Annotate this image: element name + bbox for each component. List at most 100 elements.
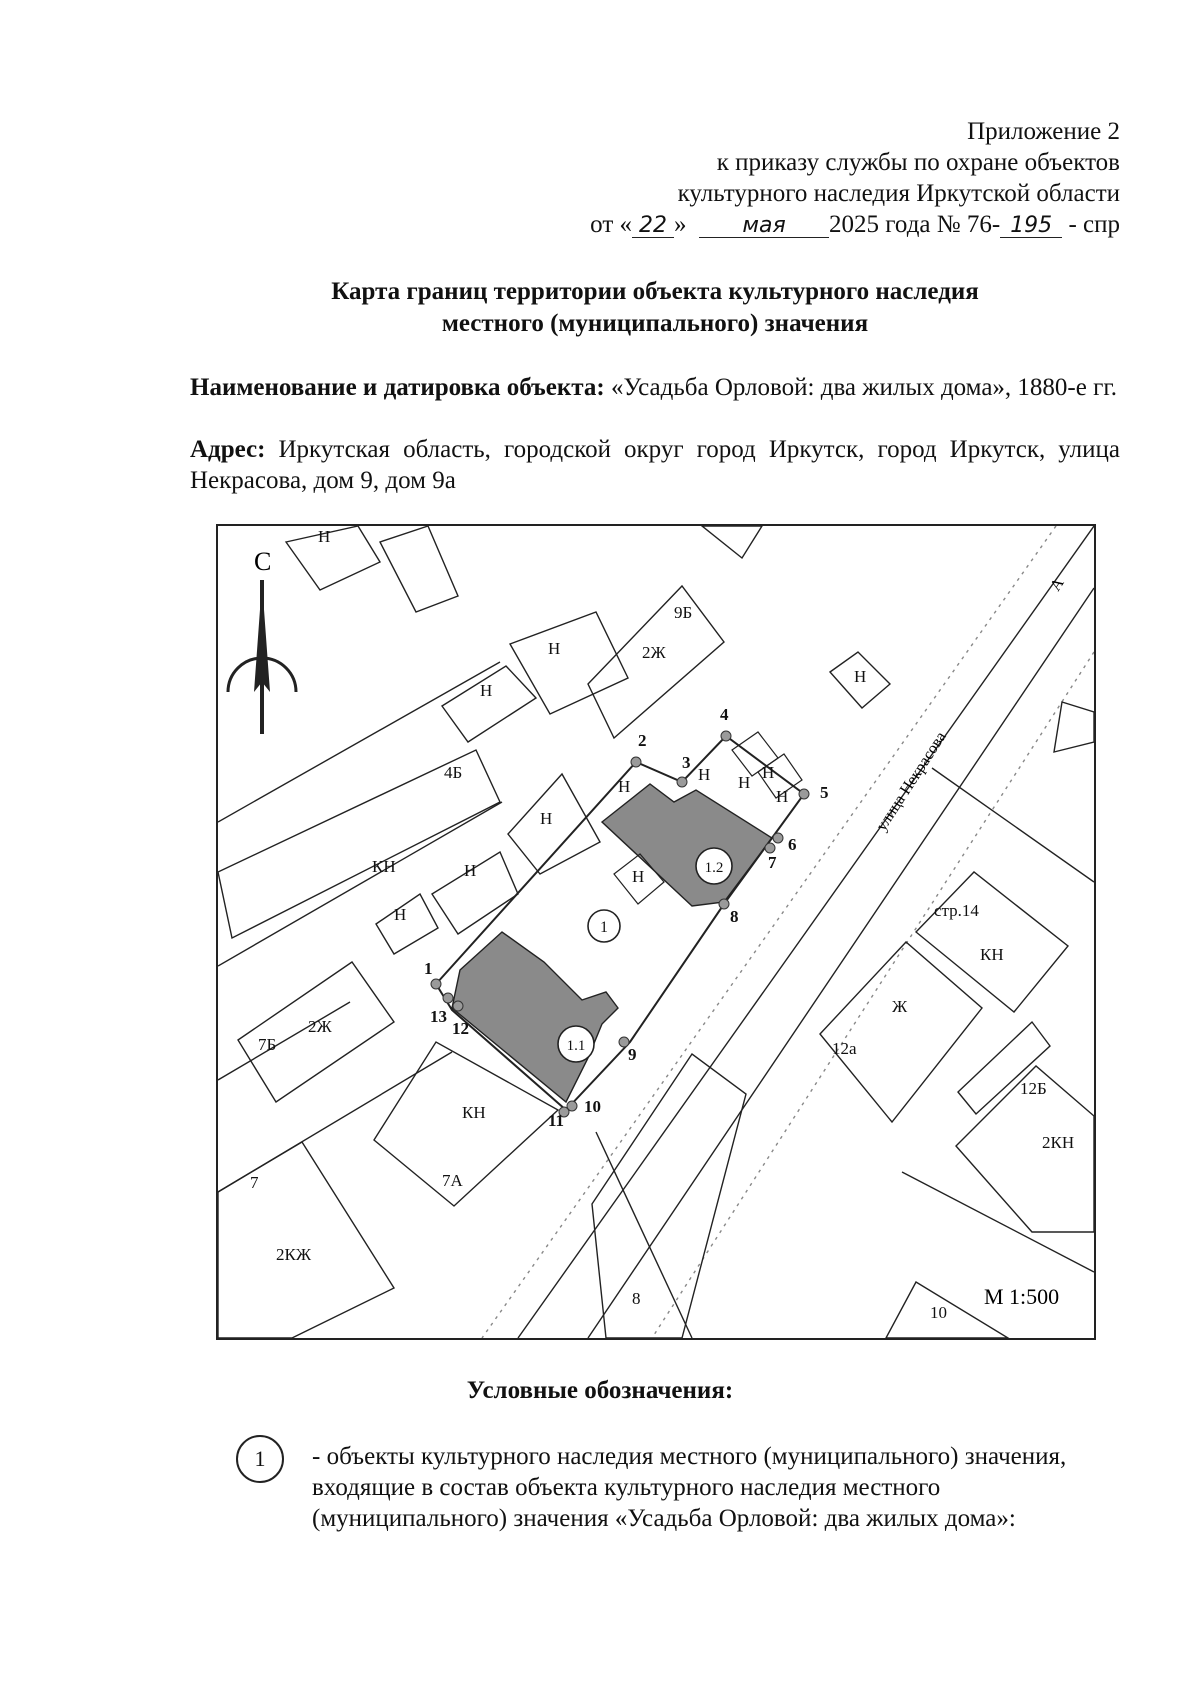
building-n-sq	[828, 651, 892, 709]
date-mid: »	[674, 211, 687, 238]
label-n-mid: Н	[548, 639, 560, 658]
point-6	[772, 832, 784, 844]
point-7	[764, 842, 776, 854]
point-3	[676, 776, 688, 788]
date-prefix: от «	[590, 211, 633, 238]
object-id-1: 1	[600, 919, 608, 936]
point-label-13: 13	[430, 1007, 447, 1026]
street-lines	[481, 526, 1094, 1338]
building-top-3	[700, 526, 763, 560]
legend-description: - объекты культурного наследия местного …	[312, 1443, 1067, 1532]
building-n-a	[507, 772, 601, 875]
north-arrow: С	[226, 547, 298, 734]
label-n-top: Н	[318, 527, 330, 546]
point-label-12: 12	[452, 1019, 469, 1038]
building-7b-2zh	[237, 961, 395, 1103]
building-n-mid	[508, 611, 629, 715]
map-scale: М 1:500	[984, 1284, 1059, 1309]
point-label-2: 2	[638, 731, 647, 750]
label-4b: 4Б	[444, 763, 462, 782]
label-n-c: Н	[394, 905, 406, 924]
label-8: 8	[632, 1289, 641, 1308]
building-8	[591, 1052, 747, 1338]
heritage-building-1-2	[600, 783, 774, 907]
point-label-6: 6	[788, 835, 797, 854]
address-label: Адрес:	[190, 436, 266, 463]
building-top-n	[284, 526, 382, 591]
box-n-3	[613, 853, 665, 905]
building-12b	[957, 1020, 1051, 1116]
appendix-block: Приложение 2 к приказу службы по охране …	[590, 116, 1120, 240]
point-label-5: 5	[820, 783, 829, 802]
label-n-small4: Н	[618, 777, 630, 796]
point-label-1: 1	[424, 959, 433, 978]
point-4	[720, 730, 732, 742]
label-zh: Ж	[892, 997, 908, 1016]
object-id-1-2: 1.2	[705, 860, 724, 876]
address-value: Иркутская область, городской округ город…	[190, 436, 1120, 494]
box-n-2	[757, 753, 803, 799]
map-drawing: С 1 1.2 1.1 1 2 3 4 5 6 7 8 9 10 11 12 1…	[218, 526, 1094, 1338]
building-top-2	[379, 526, 459, 613]
building-2zh	[587, 584, 725, 740]
point-1	[430, 978, 442, 990]
label-7b: 7Б	[258, 1035, 276, 1054]
label-n-sq: Н	[854, 667, 866, 686]
date-year: 2025 года № 76-	[829, 211, 1001, 238]
heritage-building-1-1	[451, 931, 619, 1104]
label-n-small2: Н	[762, 763, 774, 782]
point-13	[442, 992, 454, 1004]
label-7a: 7А	[442, 1171, 464, 1190]
point-10	[566, 1100, 578, 1112]
order-suffix: - спр	[1062, 211, 1120, 238]
date-month: мая	[699, 215, 830, 238]
label-12b: 12Б	[1020, 1079, 1047, 1098]
point-2	[630, 756, 642, 768]
point-8	[718, 898, 730, 910]
title-line-2: местного (муниципального) значения	[441, 310, 869, 337]
building-2kzh	[218, 1141, 396, 1338]
label-7: 7	[250, 1173, 259, 1192]
label-n-b: Н	[464, 861, 476, 880]
label-10: 10	[930, 1303, 947, 1322]
label-kn-right: КН	[980, 945, 1004, 964]
boundary-map: С 1 1.2 1.1 1 2 3 4 5 6 7 8 9 10 11 12 1…	[216, 524, 1096, 1340]
appendix-line-1: Приложение 2	[967, 118, 1120, 145]
point-label-3: 3	[682, 753, 691, 772]
point-label-7: 7	[768, 853, 777, 872]
appendix-line-2: к приказу службы по охране объектов	[716, 149, 1120, 176]
object-name-value: «Усадьба Орловой: два жилых дома», 1880-…	[604, 374, 1118, 401]
appendix-line-3: культурного наследия Иркутской области	[677, 180, 1120, 207]
label-n-small1: Н	[738, 773, 750, 792]
order-number: 195	[1000, 215, 1063, 238]
label-9b: 9Б	[674, 603, 692, 622]
label-2zh-left: 2Ж	[308, 1017, 333, 1036]
building-10	[885, 1281, 1010, 1338]
point-5	[798, 788, 810, 800]
building-2kn	[955, 1065, 1094, 1233]
point-label-8: 8	[730, 907, 739, 926]
object-address: Адрес: Иркутская область, городской окру…	[190, 434, 1120, 496]
label-2kzh: 2КЖ	[276, 1245, 312, 1264]
label-n-small3: Н	[776, 787, 788, 806]
point-label-4: 4	[720, 705, 729, 724]
north-label: С	[254, 547, 271, 576]
label-str14: стр.14	[934, 901, 979, 920]
point-9	[618, 1036, 630, 1048]
building-4b-kn	[218, 749, 501, 940]
object-id-1-1: 1.1	[567, 1038, 586, 1054]
object-name-label: Наименование и датировка объекта:	[190, 374, 605, 401]
building-kn-str14	[914, 871, 1069, 1013]
point-label-10: 10	[584, 1097, 601, 1116]
building-7a-kn	[373, 1041, 560, 1207]
label-n-left: Н	[480, 681, 492, 700]
label-2zh-top: 2Ж	[642, 643, 667, 662]
label-2kn: 2КН	[1042, 1133, 1074, 1152]
building-12a-zh	[819, 941, 983, 1124]
building-n-left	[440, 665, 538, 743]
title-line-1: Карта границ территории объекта культурн…	[331, 278, 979, 305]
building-n-c	[375, 892, 439, 955]
label-n-small5: Н	[698, 765, 710, 784]
legend-symbol-circle: 1	[236, 1435, 284, 1483]
